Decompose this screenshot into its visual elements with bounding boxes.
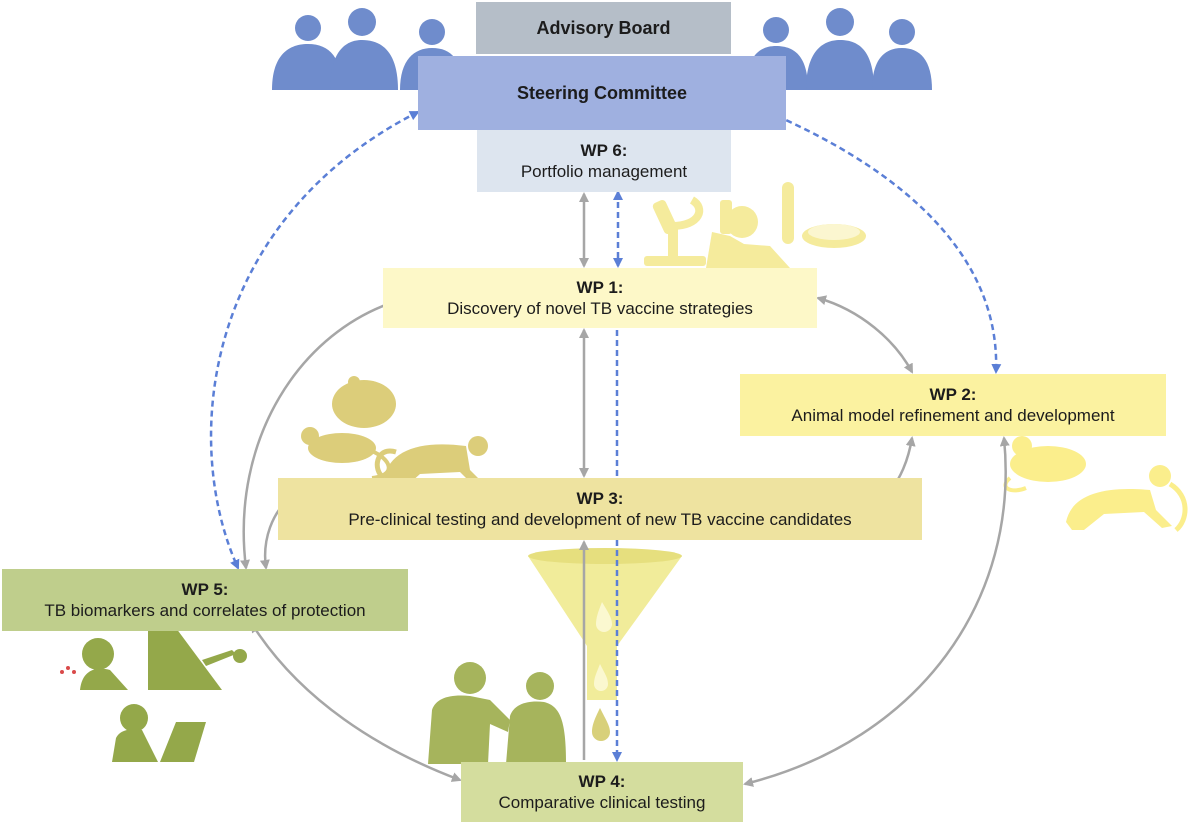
wp1-label: WP 1: <box>576 277 624 297</box>
wp1-name: Discovery of novel TB vaccine strategies <box>447 299 753 318</box>
wp5-label: WP 5: <box>181 579 229 599</box>
link-wp1-wp5 <box>240 297 402 570</box>
wp4-name: Comparative clinical testing <box>498 793 706 812</box>
link-steering-wp5 <box>209 110 420 570</box>
wp2-name: Animal model refinement and development <box>791 406 1115 425</box>
advisory-board-box: Advisory Board <box>476 2 731 54</box>
petri-dish-icon <box>802 224 866 248</box>
funnel-icon <box>528 548 682 741</box>
wp3-box: WP 3: Pre-clinical testing and developme… <box>278 478 922 540</box>
wp1-box: WP 1: Discovery of novel TB vaccine stra… <box>383 268 817 328</box>
wp3-name: Pre-clinical testing and development of … <box>348 510 852 529</box>
link-steering-wp2 <box>766 110 1002 374</box>
mouse-icon <box>1003 436 1086 493</box>
wp2-label: WP 2: <box>929 384 977 404</box>
wp6-label: WP 6: <box>580 140 628 160</box>
wp5-box: WP 5: TB biomarkers and correlates of pr… <box>2 569 408 631</box>
steering-committee-title: Steering Committee <box>516 83 688 103</box>
injection-icon <box>148 628 247 690</box>
scientific-links <box>240 102 1010 787</box>
test-tube-icon <box>782 182 794 244</box>
cough-icon <box>60 638 128 690</box>
wp6-name: Portfolio management <box>520 162 688 181</box>
wp3-label: WP 3: <box>576 488 624 508</box>
hamster-icon <box>332 376 396 428</box>
laptop-user-icon <box>112 704 206 762</box>
scientist-icon <box>706 200 790 268</box>
steering-committee-box: Steering Committee <box>418 56 786 130</box>
microscope-icon <box>644 196 706 266</box>
advisory-board-title: Advisory Board <box>536 17 671 38</box>
wp5-name: TB biomarkers and correlates of protecti… <box>44 601 366 620</box>
link-wp5-wp4 <box>250 622 462 782</box>
wp2-box: WP 2: Animal model refinement and develo… <box>740 374 1166 436</box>
wp6-box: WP 6: Portfolio management <box>477 130 731 192</box>
link-wp2-wp4 <box>743 436 1010 787</box>
monkey-icon <box>1066 465 1188 532</box>
doctor-patient-icon <box>428 662 566 764</box>
wp4-label: WP 4: <box>578 771 626 791</box>
link-wp1-wp2 <box>816 295 914 374</box>
wp4-box: WP 4: Comparative clinical testing <box>461 762 743 822</box>
